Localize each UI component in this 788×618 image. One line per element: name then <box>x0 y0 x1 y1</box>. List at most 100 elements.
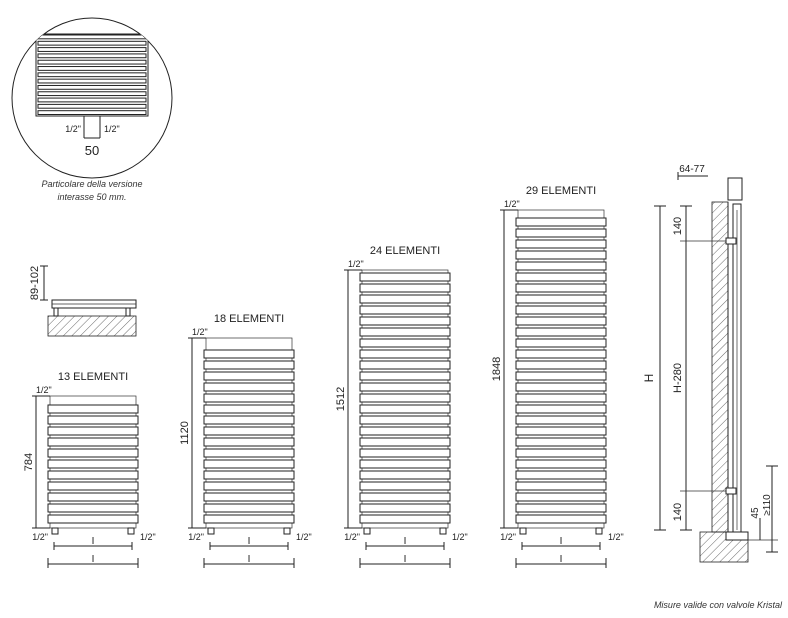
radiator-element <box>515 305 607 315</box>
radiator-height-label: 1848 <box>491 357 503 381</box>
radiator-element <box>203 426 295 436</box>
radiator-element <box>359 338 451 348</box>
radiator-element <box>359 382 451 392</box>
radiator-element <box>359 316 451 326</box>
radiator-element <box>515 437 607 447</box>
radiator-title: 24 ELEMENTI <box>370 245 440 257</box>
detail-radiator-bar <box>37 47 147 52</box>
radiator-element <box>359 481 451 491</box>
side-view-wall-hatch <box>47 315 137 337</box>
side-view-gap-label: 89-102 <box>29 266 41 300</box>
radiator-element <box>515 327 607 337</box>
radiator-element <box>359 492 451 502</box>
radiator-width-upper-label: I <box>92 536 95 547</box>
radiator-element <box>47 514 139 524</box>
radiator-element <box>515 514 607 524</box>
radiator-width-upper-label: I <box>404 536 407 547</box>
radiator-element <box>515 404 607 414</box>
radiator-element <box>359 371 451 381</box>
radiator-top-pipe-label: 1/2" <box>348 259 364 269</box>
radiator-height-label: 1512 <box>335 387 347 411</box>
radiator-element <box>515 228 607 238</box>
radiator-height-label: 1120 <box>179 421 191 445</box>
radiator-element <box>203 470 295 480</box>
section-lower-connector <box>725 487 737 495</box>
radiator-width-lower-label: I <box>404 554 407 565</box>
radiator-element <box>515 239 607 249</box>
radiator-element <box>515 393 607 403</box>
radiator-element <box>515 272 607 282</box>
radiator-title: 29 ELEMENTI <box>526 185 596 197</box>
detail-radiator-bar <box>37 66 147 71</box>
radiator-top-pipe-label: 1/2" <box>36 385 52 395</box>
radiator-top-pipe-label: 1/2" <box>504 199 520 209</box>
radiator-element <box>359 404 451 414</box>
radiator-element <box>515 294 607 304</box>
radiator-element <box>359 415 451 425</box>
radiator-bottom-right-pipe-label: 1/2" <box>452 532 468 542</box>
radiator-element <box>515 481 607 491</box>
radiator-element <box>359 305 451 315</box>
radiator-width-lower-label: I <box>560 554 563 565</box>
section-centre-label: H-280 <box>672 363 684 393</box>
radiator-width-upper-label: I <box>248 536 251 547</box>
section-top-offset-label: 140 <box>672 217 684 235</box>
radiator-width-lower-label: I <box>92 554 95 565</box>
radiator-element <box>359 470 451 480</box>
radiator-element <box>203 360 295 370</box>
radiator-element <box>515 415 607 425</box>
detail-radiator-bar <box>37 34 147 40</box>
detail-circle <box>11 17 173 179</box>
radiator-element <box>203 437 295 447</box>
radiator-element <box>47 492 139 502</box>
radiator-element <box>203 371 295 381</box>
detail-radiator-bar <box>37 53 147 59</box>
detail-radiator-bar <box>37 84 147 90</box>
section-valve-large-label: ≥110 <box>762 494 773 516</box>
radiator-bottom-right-pipe-label: 1/2" <box>296 532 312 542</box>
radiator-element <box>515 459 607 469</box>
radiator-element <box>203 393 295 403</box>
detail-radiator-bar <box>37 97 147 103</box>
radiator-bottom-left-pipe-label: 1/2" <box>344 532 360 542</box>
detail-radiator-bar <box>37 103 147 109</box>
radiator-element <box>515 360 607 370</box>
radiator-element <box>47 448 139 458</box>
radiator-element <box>515 338 607 348</box>
detail-caption-line1: Particolare della versione <box>41 179 142 189</box>
radiator-element <box>515 283 607 293</box>
radiator-bottom-right-pipe-label: 1/2" <box>140 532 156 542</box>
detail-caption-line2: interasse 50 mm. <box>57 192 126 202</box>
detail-pipe-right-label: 1/2" <box>104 124 120 134</box>
detail-radiator-bar <box>37 91 147 97</box>
radiator-element <box>359 437 451 447</box>
radiator-element <box>203 459 295 469</box>
radiator-bottom-right-pipe-label: 1/2" <box>608 532 624 542</box>
radiator-height-label: 784 <box>23 453 35 471</box>
radiator-element <box>47 437 139 447</box>
detail-radiator <box>35 33 149 117</box>
radiator-element <box>47 470 139 480</box>
section-view: 64-77 H 140 H-280 140 45 ≥110 <box>642 164 778 563</box>
radiator-element <box>515 426 607 436</box>
section-bottom-offset-label: 140 <box>672 503 684 521</box>
detail-radiator-bar <box>37 110 147 115</box>
radiator-element <box>359 448 451 458</box>
radiator-element <box>515 371 607 381</box>
radiator-element <box>47 426 139 436</box>
radiator-element <box>203 404 295 414</box>
radiator-element <box>515 250 607 260</box>
radiator-title: 18 ELEMENTI <box>214 313 284 325</box>
detail-view: 1/2" 1/2" 50 <box>11 17 173 179</box>
detail-pipe-left-label: 1/2" <box>65 124 81 134</box>
radiator-element <box>47 503 139 513</box>
radiator-width-lower-label: I <box>248 554 251 565</box>
radiator-bottom-left-pipe-label: 1/2" <box>32 532 48 542</box>
radiator-element <box>203 349 295 359</box>
radiator-element <box>359 360 451 370</box>
radiator-element <box>203 415 295 425</box>
